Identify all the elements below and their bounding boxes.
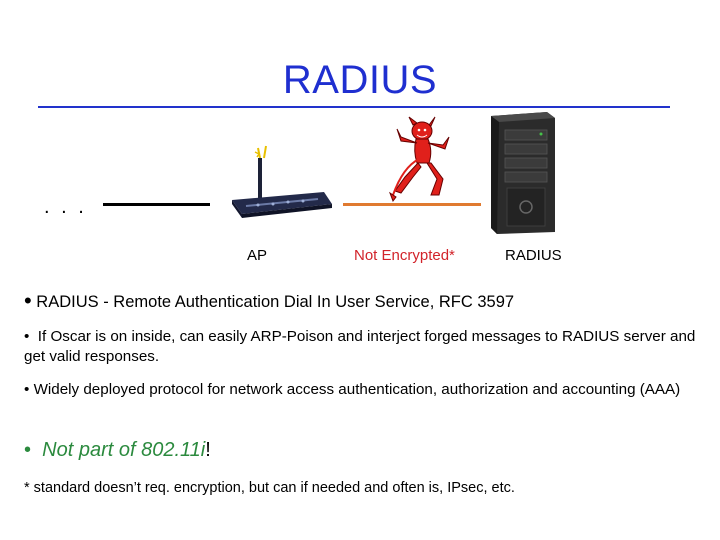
server-tower-icon <box>491 112 555 234</box>
bullet-text: Not part of 802.11i <box>42 439 206 461</box>
radius-server-label: RADIUS <box>505 247 562 264</box>
bullet-text: If Oscar is on inside, can easily ARP-Po… <box>24 328 696 365</box>
bullet-marker: • <box>24 381 30 398</box>
devil-attacker-icon <box>388 116 450 203</box>
bullet-marker: • <box>24 439 32 461</box>
network-continuation-dots: . . . <box>44 196 87 218</box>
bullet-text: Widely deployed protocol for network acc… <box>33 381 681 398</box>
wireless-access-point-icon <box>232 145 332 218</box>
bullet-text: RADIUS - Remote Authentication Dial In U… <box>36 293 515 311</box>
slide-title: RADIUS <box>282 58 438 102</box>
wired-link-line <box>103 203 210 206</box>
bullet-exclamation: ! <box>205 439 211 461</box>
not-encrypted-label: Not Encrypted* <box>354 247 455 264</box>
bullet-marker: • <box>24 288 32 313</box>
bullet-arp-poison: • If Oscar is on inside, can easily ARP-… <box>24 327 704 367</box>
title-underline <box>38 106 670 108</box>
access-point-label: AP <box>247 247 268 264</box>
bullet-radius-definition: • RADIUS - Remote Authentication Dial In… <box>24 288 704 313</box>
footnote: * standard doesn’t req. encryption, but … <box>24 480 515 496</box>
unencrypted-link-line <box>343 203 481 206</box>
bullet-aaa: • Widely deployed protocol for network a… <box>24 380 704 400</box>
bullet-not-802-11i: • Not part of 802.11i! <box>24 440 704 460</box>
bullet-marker: • <box>24 328 30 345</box>
